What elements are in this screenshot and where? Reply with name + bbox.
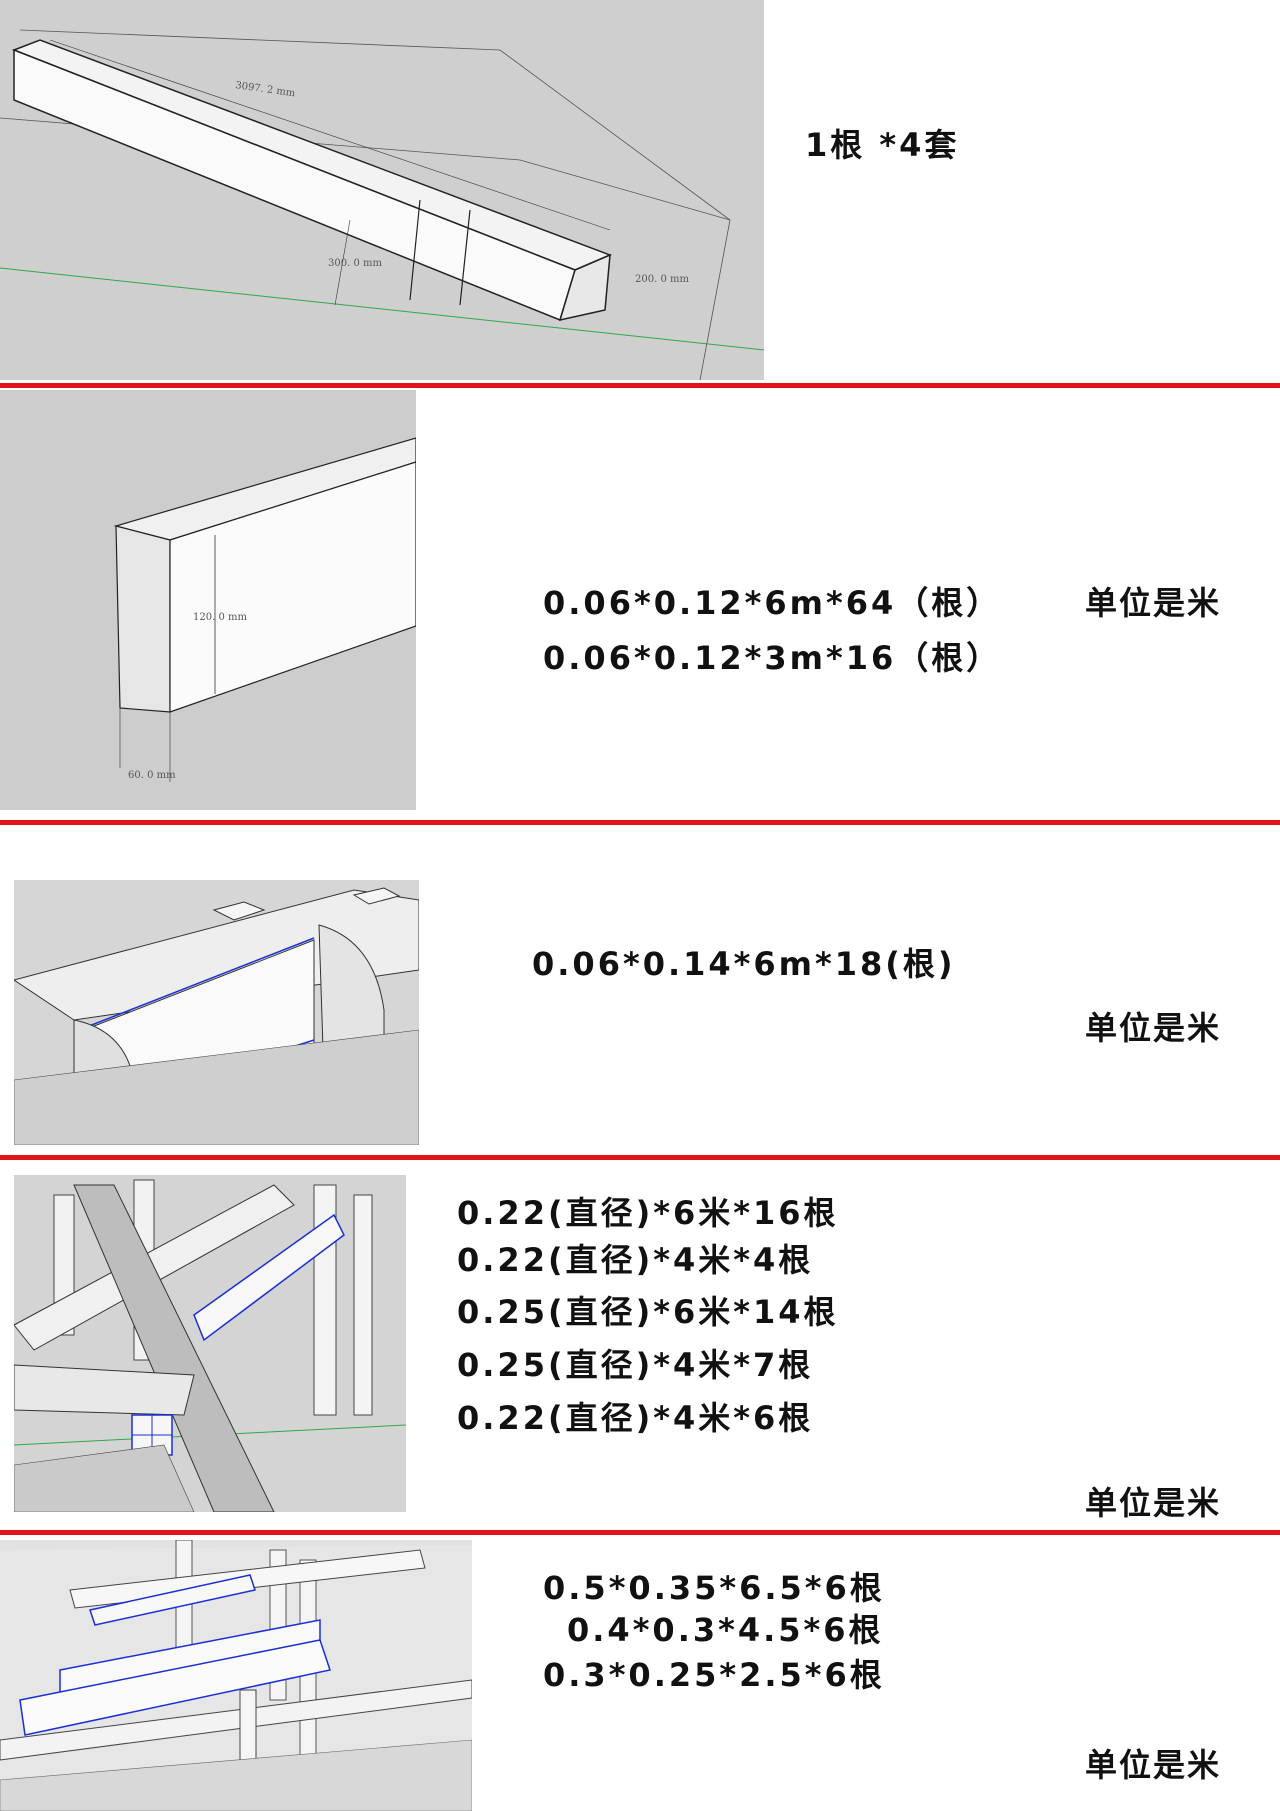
section-2-line-1: 0.06*0.12*6m*64（根） (543, 584, 1002, 622)
model-image-3 (14, 880, 419, 1145)
unit-label-2: 单位是米 (1085, 584, 1222, 622)
unit-label-3: 单位是米 (1085, 1009, 1222, 1047)
dim-height: 300. 0 mm (328, 258, 382, 269)
model-image-1: 3097. 2 mm 300. 0 mm 200. 0 mm (0, 0, 764, 380)
model-image-4 (14, 1175, 406, 1512)
dim-width: 200. 0 mm (635, 274, 689, 285)
section-4-line-2: 0.22(直径)*4米*4根 (457, 1241, 814, 1279)
section-4-line-1: 0.22(直径)*6米*16根 (457, 1194, 839, 1232)
divider-4 (0, 1530, 1280, 1535)
divider-3 (0, 1155, 1280, 1160)
unit-label-4: 单位是米 (1085, 1484, 1222, 1522)
section-5-line-1: 0.5*0.35*6.5*6根 (543, 1569, 885, 1607)
divider-2 (0, 820, 1280, 825)
section-4-line-4: 0.25(直径)*4米*7根 (457, 1346, 814, 1384)
dim-beam-width: 60. 0 mm (128, 770, 176, 781)
unit-label-5: 单位是米 (1085, 1746, 1222, 1784)
section-4-line-5: 0.22(直径)*4米*6根 (457, 1399, 814, 1437)
model-image-2: 120. 0 mm 60. 0 mm (0, 390, 416, 810)
model-image-5 (0, 1540, 472, 1811)
section-2-line-2: 0.06*0.12*3m*16（根） (543, 639, 1002, 677)
section-3-line-1: 0.06*0.14*6m*18(根) (532, 945, 956, 983)
dim-beam-height: 120. 0 mm (193, 612, 247, 623)
section-5-line-2: 0.4*0.3*4.5*6根 (567, 1611, 884, 1649)
section-1-line-1: 1根 *4套 (805, 126, 960, 164)
divider-1 (0, 383, 1280, 388)
section-5-line-3: 0.3*0.25*2.5*6根 (543, 1656, 885, 1694)
section-4-line-3: 0.25(直径)*6米*14根 (457, 1293, 839, 1331)
